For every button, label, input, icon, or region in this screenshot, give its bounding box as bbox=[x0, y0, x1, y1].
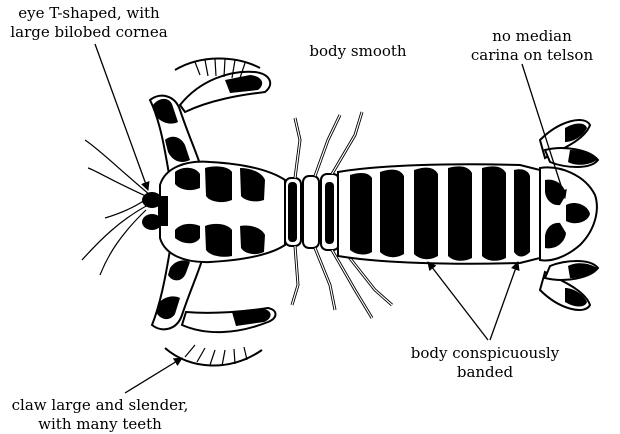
eye-label: eye T-shaped, with large bilobed cornea bbox=[0, 4, 178, 42]
abdomen bbox=[338, 164, 540, 263]
claw-label: claw large and slender, with many teeth bbox=[0, 396, 200, 434]
body-smooth-label-line1: body smooth bbox=[298, 42, 418, 61]
claw-label-line1: claw large and slender, bbox=[0, 396, 200, 415]
lower-claw bbox=[152, 250, 276, 366]
banded-label-line2: banded bbox=[395, 363, 575, 382]
body-smooth-label: body smooth bbox=[298, 42, 418, 61]
no-carina-label-line1: no median bbox=[452, 27, 612, 46]
claw-label-line2: with many teeth bbox=[0, 415, 200, 434]
telson bbox=[540, 167, 597, 260]
eye-pointer-line bbox=[95, 44, 148, 190]
t-shaped-eyes bbox=[142, 192, 168, 230]
eye-label-line1: eye T-shaped, with bbox=[0, 4, 178, 23]
carapace bbox=[160, 162, 285, 262]
no-carina-label: no median carina on telson bbox=[452, 27, 612, 65]
banded-pointer-line-1 bbox=[428, 262, 488, 340]
banded-pointer-line-2 bbox=[490, 262, 518, 340]
antennae bbox=[82, 140, 150, 275]
eye-label-line2: large bilobed cornea bbox=[0, 23, 178, 42]
thoracic-segments bbox=[285, 174, 339, 250]
banded-label-line1: body conspicuously bbox=[395, 344, 575, 363]
banded-label: body conspicuously banded bbox=[395, 344, 575, 382]
claw-pointer-line bbox=[125, 358, 182, 393]
no-carina-label-line2: carina on telson bbox=[452, 46, 612, 65]
